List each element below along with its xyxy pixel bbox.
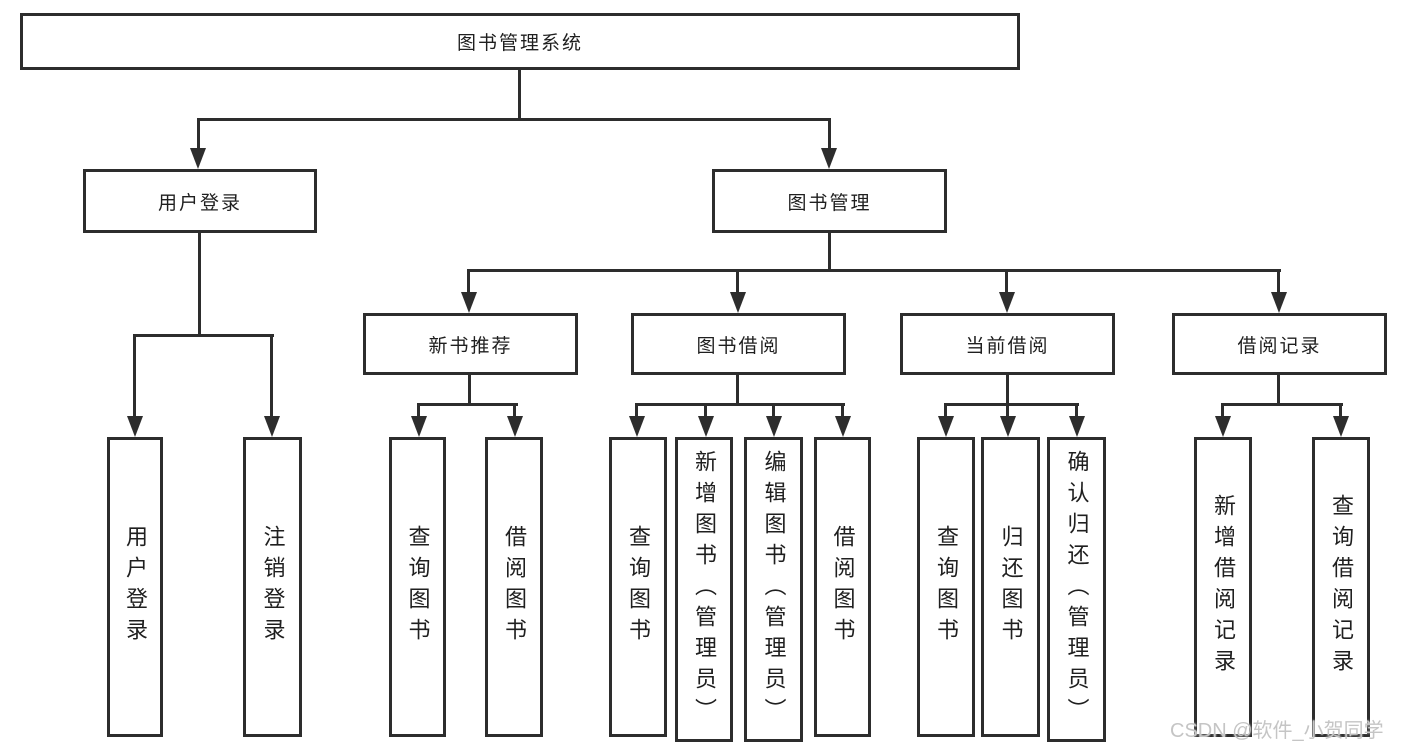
connector-drop (513, 403, 516, 419)
arrow-down-icon (264, 416, 280, 437)
leaf-label: 查询图书 (405, 525, 431, 649)
connector-drop (828, 118, 831, 150)
connector-bookmgmt-stub (828, 233, 831, 272)
connector-bookmgmt-bar (468, 269, 1281, 272)
connector-drop (635, 403, 638, 419)
arrow-down-icon (1000, 416, 1016, 437)
connector-borrow-bar (635, 403, 845, 406)
leaf-label: 借阅图书 (830, 525, 856, 649)
leaf-user-login: 用户登录 (107, 437, 163, 737)
connector-drop (772, 403, 775, 419)
watermark: CSDN @软件_小贺同学 (1170, 720, 1384, 742)
leaf-add-borrow-record: 新增借阅记录 (1194, 437, 1252, 737)
leaf-return-book: 归还图书 (981, 437, 1040, 737)
connector-records-stub (1277, 375, 1280, 406)
arrow-down-icon (190, 148, 206, 169)
node-new-book-recommend: 新书推荐 (363, 313, 578, 375)
leaf-label: 查询借阅记录 (1329, 494, 1354, 680)
connector-drop (841, 403, 844, 419)
connector-drop (467, 269, 470, 295)
connector-drop (1075, 403, 1078, 419)
arrow-down-icon (411, 416, 427, 437)
leaf-label: 查询图书 (934, 525, 959, 649)
connector-root-bar (197, 118, 831, 121)
node-borrow-records: 借阅记录 (1172, 313, 1387, 375)
leaf-label: 归还图书 (998, 525, 1024, 649)
leaf-label: 新增图书（管理员） (692, 450, 717, 729)
node-current-borrow: 当前借阅 (900, 313, 1115, 375)
node-user-login-branch: 用户登录 (83, 169, 317, 233)
leaf-label: 确认归还（管理员） (1064, 450, 1090, 729)
arrow-down-icon (938, 416, 954, 437)
connector-drop (944, 403, 947, 419)
leaf-borrow-books-recommend: 借阅图书 (485, 437, 543, 737)
arrow-down-icon (461, 292, 477, 313)
arrow-down-icon (698, 416, 714, 437)
arrow-down-icon (629, 416, 645, 437)
connector-drop (133, 334, 136, 418)
connector-current-bar (944, 403, 1079, 406)
leaf-query-borrow-record: 查询借阅记录 (1312, 437, 1370, 737)
connector-current-stub (1006, 375, 1009, 406)
connector-drop (1339, 403, 1342, 419)
connector-userlogin-bar (133, 334, 274, 337)
leaf-logout: 注销登录 (243, 437, 302, 737)
arrow-down-icon (835, 416, 851, 437)
leaf-label: 新增借阅记录 (1211, 494, 1236, 680)
arrow-down-icon (821, 148, 837, 169)
connector-recommend-bar (418, 403, 518, 406)
connector-records-bar (1221, 403, 1343, 406)
leaf-confirm-return-admin: 确认归还（管理员） (1047, 437, 1106, 742)
arrow-down-icon (766, 416, 782, 437)
arrow-down-icon (999, 292, 1015, 313)
node-book-borrow: 图书借阅 (631, 313, 846, 375)
connector-drop (704, 403, 707, 419)
leaf-edit-book-admin: 编辑图书（管理员） (744, 437, 803, 742)
arrow-down-icon (1333, 416, 1349, 437)
connector-drop (270, 334, 273, 418)
leaf-borrow-books-2: 借阅图书 (814, 437, 871, 737)
connector-recommend-stub (468, 375, 471, 406)
node-root: 图书管理系统 (20, 13, 1020, 70)
arrow-down-icon (1069, 416, 1085, 437)
connector-drop (1221, 403, 1224, 419)
leaf-label: 用户登录 (123, 525, 148, 649)
leaf-query-books-current: 查询图书 (917, 437, 975, 737)
arrow-down-icon (1271, 292, 1287, 313)
connector-drop (1006, 403, 1009, 419)
connector-root-stub (518, 70, 521, 120)
arrow-down-icon (507, 416, 523, 437)
connector-drop (1005, 269, 1008, 295)
connector-borrow-stub (736, 375, 739, 406)
connector-userlogin-stub (198, 233, 201, 336)
leaf-label: 注销登录 (260, 525, 286, 649)
arrow-down-icon (127, 416, 143, 437)
leaf-add-book-admin: 新增图书（管理员） (675, 437, 733, 742)
arrow-down-icon (1215, 416, 1231, 437)
leaf-label: 查询图书 (626, 525, 651, 649)
leaf-query-books-borrow: 查询图书 (609, 437, 667, 737)
arrow-down-icon (730, 292, 746, 313)
connector-drop (197, 118, 200, 150)
leaf-label: 编辑图书（管理员） (761, 450, 787, 729)
leaf-query-books-recommend: 查询图书 (389, 437, 446, 737)
node-book-management: 图书管理 (712, 169, 947, 233)
connector-drop (417, 403, 420, 419)
connector-drop (1277, 269, 1280, 295)
connector-drop (736, 269, 739, 295)
leaf-label: 借阅图书 (502, 525, 527, 649)
